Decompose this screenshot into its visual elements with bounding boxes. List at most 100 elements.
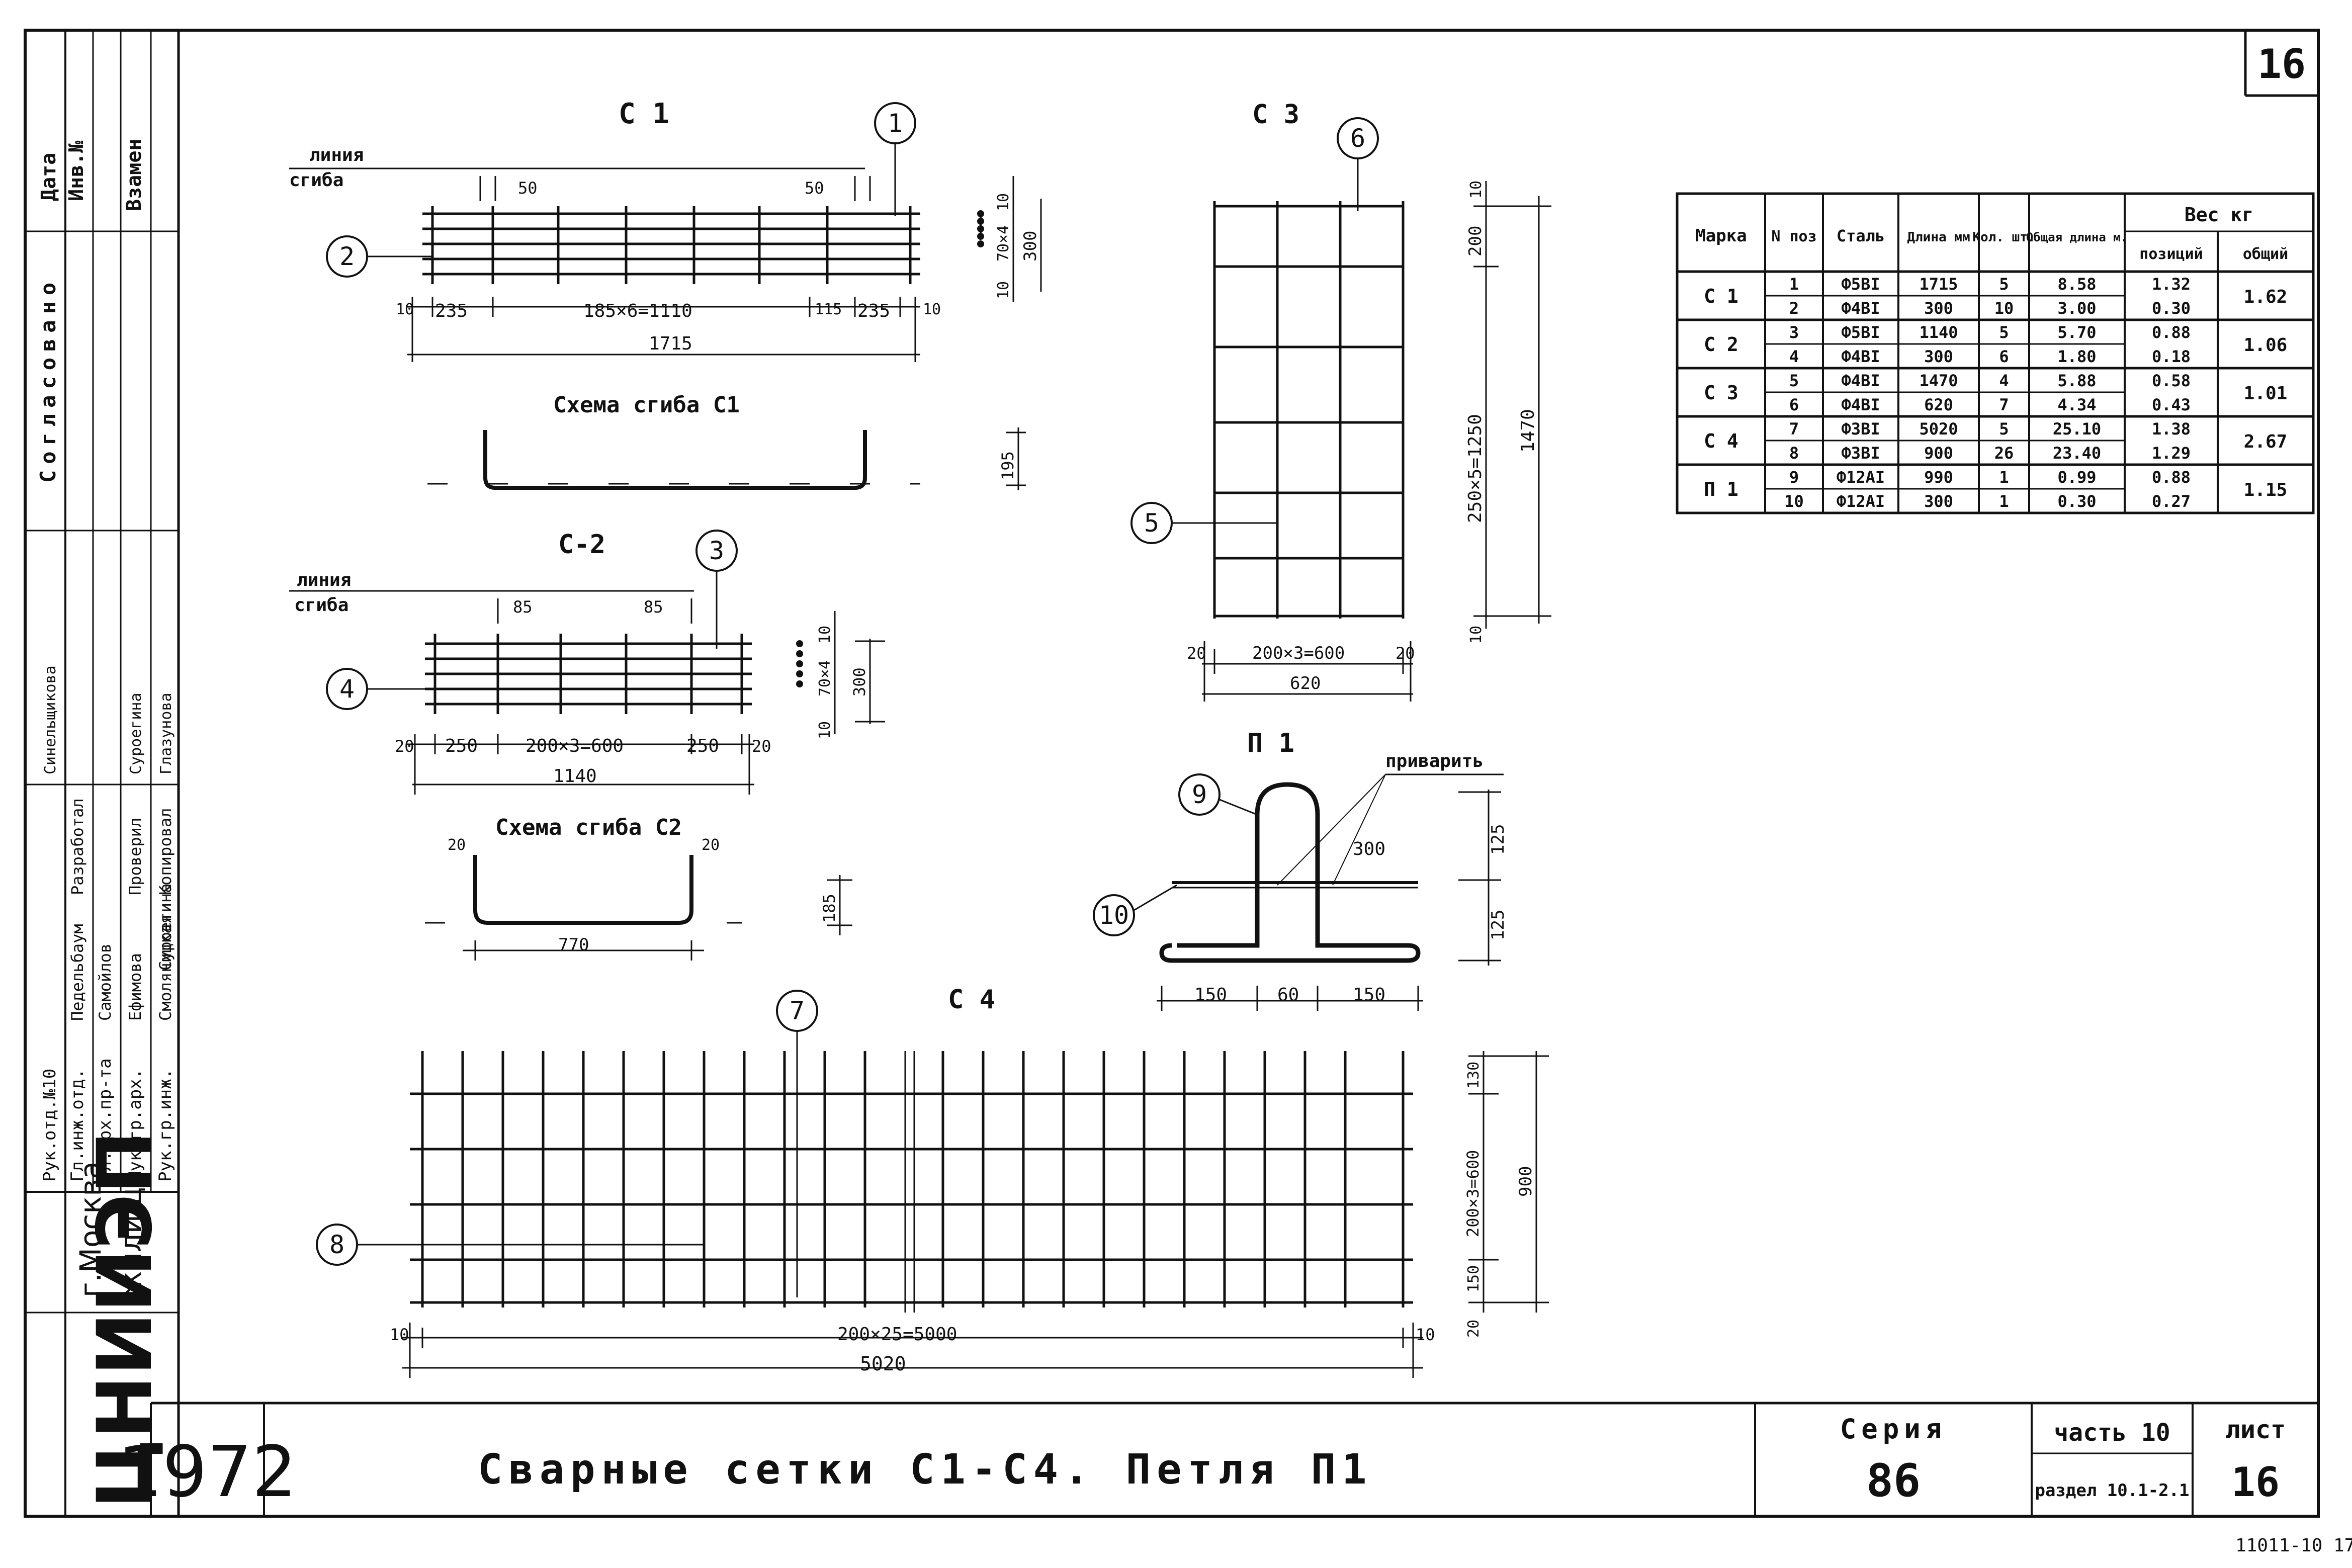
series-value: 86	[1866, 1454, 1921, 1507]
svg-text:10: 10	[816, 626, 834, 644]
sheet-number-top: 16	[2244, 30, 2318, 97]
svg-text:16: 16	[2257, 41, 2306, 88]
svg-text:20: 20	[752, 737, 771, 756]
inner-frame	[177, 29, 2320, 1518]
spec-cell: 23.40	[2053, 444, 2101, 463]
loop-p1: П 1 приварить 300 150 60 150 125 125 9 1…	[1093, 728, 1508, 1011]
side-name-3: Ефимова	[126, 953, 145, 1021]
spec-cell: 5	[1999, 323, 2009, 342]
spec-cell: 5.70	[2057, 323, 2096, 342]
spec-weight-total: 1.06	[2244, 335, 2288, 356]
spec-cell: Ф5ВI	[1841, 323, 1880, 342]
spec-cell: 5020	[1919, 419, 1958, 439]
side-approved: Согласовано	[36, 277, 60, 483]
spec-cell: 7	[1999, 395, 2009, 414]
svg-text:20: 20	[1465, 1320, 1483, 1338]
spec-header-8: общий	[2243, 245, 2288, 263]
spec-weight-total: 1.62	[2244, 287, 2288, 307]
spec-cell: 9	[1789, 468, 1799, 487]
spec-header-2: Сталь	[1837, 226, 1885, 245]
spec-mark: С 3	[1704, 382, 1738, 404]
sheet-title: Сварные сетки С1-С4. Петля П1	[478, 1446, 1373, 1494]
svg-text:10: 10	[995, 193, 1012, 211]
svg-text:7: 7	[790, 996, 805, 1025]
spec-cell: 7	[1789, 419, 1799, 439]
svg-text:6: 6	[1350, 124, 1365, 153]
spec-header-4: Кол. шт.	[1972, 230, 2035, 245]
svg-text:200: 200	[1465, 226, 1486, 256]
svg-text:85: 85	[513, 597, 533, 617]
spec-cell: 8.58	[2057, 275, 2096, 294]
c1-bend-line-2: сгиба	[289, 170, 343, 191]
spec-mark: С 2	[1704, 333, 1738, 356]
svg-text:20: 20	[1396, 644, 1415, 663]
outer-frame	[24, 29, 2320, 1518]
svg-text:линия: линия	[297, 570, 351, 590]
spec-cell: 0.88	[2152, 323, 2191, 342]
side-name-2: Самойлов	[96, 943, 115, 1021]
spec-cell: 0.99	[2057, 468, 2096, 487]
spec-cell: 25.10	[2053, 419, 2101, 439]
footer-code: 11011-10	[2235, 1535, 2322, 1556]
spec-cell: 6	[1789, 395, 1799, 414]
spec-header-5: Общая длина м.	[2026, 230, 2128, 244]
svg-text:150: 150	[1194, 985, 1227, 1005]
svg-text:9: 9	[1192, 780, 1207, 809]
spec-cell: 0.18	[2152, 347, 2191, 366]
spec-mark: С 1	[1704, 285, 1738, 307]
svg-text:250: 250	[686, 736, 719, 756]
svg-text:200×3=600: 200×3=600	[1463, 1150, 1483, 1237]
svg-text:4: 4	[339, 674, 355, 704]
side-role-3: Гл.арх.пр-та	[95, 1058, 115, 1182]
svg-text:250×5=1250: 250×5=1250	[1465, 414, 1486, 523]
spec-cell: 0.30	[2057, 492, 2096, 511]
svg-text:20: 20	[395, 737, 414, 756]
svg-text:10: 10	[1467, 626, 1485, 644]
svg-text:235: 235	[857, 301, 890, 321]
mesh-c2: С-2 линия сгиба 85 85 20 250	[289, 530, 885, 961]
spec-weight-total: 1.01	[2244, 383, 2288, 404]
svg-text:150: 150	[1353, 985, 1385, 1005]
spec-cell: 0.43	[2152, 395, 2191, 414]
spec-cell: 5	[1999, 419, 2009, 439]
side-header-replace: Взамен	[123, 139, 146, 212]
svg-text:900: 900	[1516, 1166, 1536, 1197]
spec-weight-total: 2.67	[2244, 431, 2288, 452]
svg-text:70×4: 70×4	[816, 660, 834, 696]
side-role2-1: Разработал	[68, 798, 87, 895]
series-label: Серия	[1840, 1413, 1947, 1445]
svg-text:5: 5	[1144, 508, 1159, 538]
c4-title: С 4	[948, 985, 995, 1015]
spec-cell: Ф12АI	[1837, 492, 1885, 511]
p1-title: П 1	[1247, 728, 1294, 758]
spec-cell: 4.34	[2057, 395, 2096, 414]
spec-cell: 4	[1789, 347, 1799, 366]
side-dept: жилища	[114, 1169, 148, 1297]
spec-cell: 990	[1924, 468, 1953, 487]
svg-text:10: 10	[396, 301, 414, 318]
svg-text:185×6=1110: 185×6=1110	[583, 301, 692, 321]
svg-text:10: 10	[923, 301, 941, 318]
c1-scheme-title: Схема сгиба С1	[553, 392, 740, 418]
svg-text:20: 20	[1187, 644, 1206, 663]
svg-text:85: 85	[644, 597, 663, 617]
svg-text:70×4: 70×4	[995, 225, 1012, 262]
spec-cell: 300	[1924, 347, 1953, 366]
spec-cell: 1	[1999, 468, 2009, 487]
spec-header-3: Длина мм	[1907, 230, 1970, 245]
c1-title: С 1	[619, 98, 669, 130]
svg-text:250: 250	[445, 736, 478, 756]
spec-cell: 3.00	[2057, 299, 2096, 318]
svg-text:115: 115	[815, 301, 842, 318]
spec-cell: 10	[1784, 492, 1804, 511]
side-role2-3: Копировал	[156, 808, 175, 895]
side-name2-2: Суроегина	[127, 692, 145, 774]
svg-text:1: 1	[888, 109, 903, 138]
spec-cell: 0.30	[2152, 299, 2191, 318]
svg-text:10: 10	[390, 1325, 409, 1344]
side-name2-1: Синельщикова	[42, 665, 59, 774]
spec-cell: 5	[1789, 371, 1799, 390]
spec-cell: 6	[1999, 347, 2009, 366]
spec-mark: П 1	[1704, 478, 1738, 500]
